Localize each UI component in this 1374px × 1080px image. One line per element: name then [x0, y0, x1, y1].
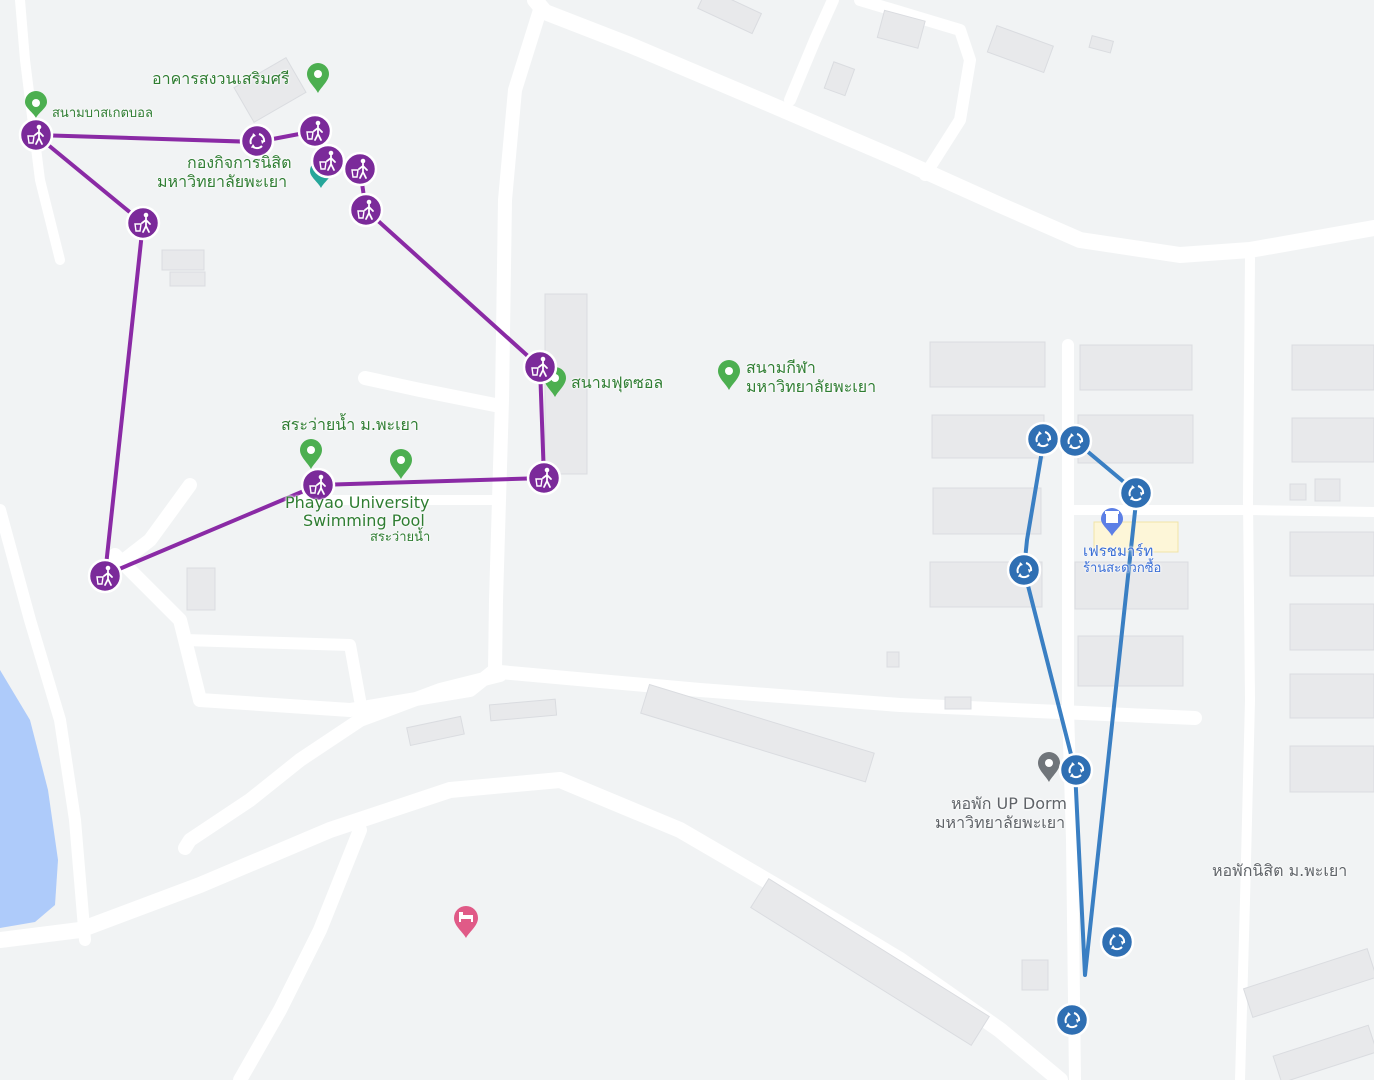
map-pin-icon[interactable]	[300, 439, 322, 469]
person-throwing-trash-icon[interactable]	[310, 143, 346, 179]
shop-pin-icon[interactable]	[1101, 508, 1123, 536]
place-label-pool-category: สระว่ายน้ำ	[370, 530, 431, 545]
map-pin-icon[interactable]	[718, 360, 740, 390]
place-label-student-affairs-sub: มหาวิทยาลัยพะเยา	[157, 172, 288, 191]
water-body	[0, 670, 58, 928]
place-label-sports-field-sub: มหาวิทยาลัยพะเยา	[746, 377, 877, 396]
place-label-shop[interactable]: เฟรชมาร์ท	[1083, 542, 1154, 560]
map-pin-icon[interactable]	[1038, 752, 1060, 782]
recycle-icon[interactable]	[1054, 1002, 1090, 1038]
person-throwing-trash-icon[interactable]	[297, 113, 333, 149]
place-label-pool-en[interactable]: Phayao University	[285, 493, 430, 512]
map-pin-icon[interactable]	[25, 91, 47, 118]
recycle-icon[interactable]	[1006, 552, 1042, 588]
recycle-icon[interactable]	[1057, 423, 1093, 459]
place-label-arkarn[interactable]: อาคารสงวนเสริมศรี	[152, 69, 290, 88]
place-label-futsal[interactable]: สนามฟุตซอล	[571, 373, 664, 392]
recycle-icon[interactable]	[1058, 752, 1094, 788]
place-label-pool-th[interactable]: สระว่ายน้ำ ม.พะเยา	[281, 415, 419, 434]
map-pin-icon[interactable]	[390, 449, 412, 479]
place-label-student-affairs[interactable]: กองกิจการนิสิต	[187, 153, 292, 172]
recycle-icon[interactable]	[1099, 924, 1135, 960]
person-throwing-trash-icon[interactable]	[522, 349, 558, 385]
place-label-shop-category: ร้านสะดวกซื้อ	[1083, 561, 1162, 576]
recycle-icon[interactable]	[1025, 421, 1061, 457]
place-label-sports-field[interactable]: สนามกีฬา	[746, 358, 816, 377]
hotel-bed-icon[interactable]	[454, 906, 478, 938]
person-throwing-trash-icon[interactable]	[526, 460, 562, 496]
map-pin-icon[interactable]	[307, 63, 329, 93]
place-label-basketball[interactable]: สนามบาสเกตบอล	[52, 106, 153, 121]
person-throwing-trash-icon[interactable]	[125, 205, 161, 241]
place-label-pool-en-sub: Swimming Pool	[303, 511, 425, 530]
person-throwing-trash-icon[interactable]	[348, 192, 384, 228]
person-throwing-trash-icon[interactable]	[87, 558, 123, 594]
person-throwing-trash-icon[interactable]	[342, 151, 378, 187]
buildings	[161, 0, 1374, 1080]
recycle-icon[interactable]	[1118, 475, 1154, 511]
place-label-up-dorm-sub: มหาวิทยาลัยพะเยา	[935, 813, 1066, 832]
place-label-up-dorm[interactable]: หอพัก UP Dorm	[951, 794, 1067, 813]
person-throwing-trash-icon[interactable]	[18, 117, 54, 153]
place-label-student-dorm[interactable]: หอพักนิสิต ม.พะเยา	[1212, 861, 1348, 880]
